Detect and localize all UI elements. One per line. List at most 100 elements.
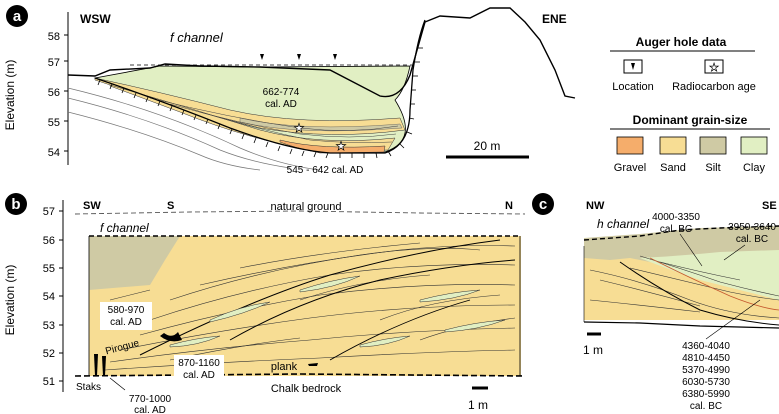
panel-b-badge [5,193,27,215]
panel-a-date-lower: 545 - 642 cal. AD [287,165,364,176]
pirogue-shape [160,332,182,342]
panel-a-channel-label: f channel [170,30,224,45]
panel-c-date-list-unit: cal. BC [690,401,722,412]
panel-c-truncation-line [619,261,779,326]
panel-c: c NW SE h channel 4000-3350 cal. BC 3950… [532,193,779,412]
panel-c-date2: 3950-3640 [728,222,776,233]
panel-c-se: SE [762,200,777,212]
panel-b-tick-52: 52 [43,348,55,360]
panel-c-nw: NW [586,200,605,212]
panel-a-substrate-line [67,97,291,169]
panel-b-plank-label: plank [271,361,298,373]
panel-b-tick-56: 56 [43,235,55,247]
panel-b-date3: 770-1000 [129,394,172,405]
stake-shape [94,354,98,376]
legend-label-sand: Sand [660,162,686,174]
panel-a-wsw: WSW [80,12,111,26]
legend-swatch-gravel [616,136,644,155]
legend-radiocarbon-box [704,59,724,74]
panel-a-silt-band [239,117,403,132]
legend-label-clay: Clay [743,162,766,174]
panel-c-channel-top [583,225,779,241]
panel-c-badge [532,193,554,215]
radiocarbon-star-icon: ★ [336,139,347,153]
panel-b-date2: 870-1160 [178,358,220,369]
panel-b-clay-lenses [169,275,506,348]
panel-b-silt-body [89,236,180,290]
panel-b-natural-ground-label: natural ground [271,201,342,213]
legend-swatch-sand [659,136,687,155]
panel-b-scale-label: 1 m [468,398,488,412]
panel-b-s: S [167,200,174,212]
panel-c-date1: 4000-3350 [652,212,700,223]
panel-c-date1-unit: cal. BC [660,224,692,235]
panel-c-date2-unit: cal. BC [736,234,768,245]
panel-a-tick-57: 57 [48,57,60,69]
panel-a-date-upper: 662-774 [263,87,300,98]
plank-shape [308,363,318,366]
panel-a-tick-55: 55 [48,117,60,129]
panel-b-tick-54: 54 [43,291,55,303]
panel-b-tick-51: 51 [43,376,55,388]
panel-b-truncation-line [139,239,501,356]
panel-b-date1-bg [100,302,152,330]
panel-b-bedrock-label: Chalk bedrock [271,383,342,395]
panel-c-leader [679,233,703,267]
panel-a-scale-label: 20 m [474,139,501,153]
panel-c-base-line [583,321,779,329]
panel-b-tick-57: 57 [43,206,55,218]
panel-c-scale-label: 1 m [583,343,603,357]
panel-b-date3-unit: cal. AD [134,405,166,414]
panel-c-gravel-line [649,257,779,311]
panel-b-date2-bg [174,355,224,381]
panel-b: b 57 56 55 54 53 52 51 Elevation (m) [3,193,526,414]
panel-b-tick-53: 53 [43,320,55,332]
panel-b-y-title: Elevation (m) [3,265,17,336]
panel-b-label: b [11,196,20,213]
legend: Auger hole data ★ Location Radiocarbon a… [610,35,770,174]
legend-auger-title: Auger hole data [636,35,727,49]
panel-b-date1-unit: cal. AD [110,317,142,328]
stake-shape [102,356,106,376]
panel-a-channel-base [94,19,426,154]
radiocarbon-star-icon: ★ [294,121,305,135]
panel-c-date-list-2: 4810-4450 [682,353,730,364]
panel-c-layering [589,255,779,319]
radiocarbon-star-icon: ★ [709,62,719,74]
auger-location-marker [260,54,264,60]
panel-b-tick-55: 55 [43,263,55,275]
panel-b-date1: 580-970 [108,305,145,316]
legend-label-silt: Silt [705,162,720,174]
auger-location-marker [333,54,337,60]
panel-a-layering [149,97,399,143]
panel-a-y-ticks [64,34,68,152]
panel-b-truncation-line [329,299,471,361]
panel-a-substrate-line [67,111,261,171]
panel-a-tick-54: 54 [48,147,60,159]
panel-b-staks-label: Staks [76,382,101,393]
panel-c-leader [723,244,746,261]
panel-c-channel-label: h channel [597,217,649,231]
panel-b-channel-label: f channel [100,221,149,235]
panel-b-date2-unit: cal. AD [183,370,215,381]
panel-c-label: c [539,196,547,213]
panel-b-natural-ground [74,210,526,215]
panel-a-tick-58: 58 [48,31,60,43]
panel-a-substrate-line [67,87,321,171]
legend-location-label: Location [612,81,654,93]
panel-b-staks-leader [109,377,126,391]
panel-b-truncation-line [229,259,516,341]
panel-a-date-upper-unit: cal. AD [265,99,297,110]
panel-c-date-list-3: 5370-4990 [682,365,730,376]
auger-location-marker [297,54,301,60]
legend-label-gravel: Gravel [614,162,646,174]
panel-a-ene: ENE [542,12,567,26]
panel-c-clay-body [640,250,779,300]
location-marker-icon [631,63,635,70]
panel-c-leader [705,299,761,340]
panel-c-date-list-4: 6030-5730 [682,377,730,388]
panel-a: a 58 57 56 55 54 Elevation (m) [3,5,576,176]
panel-b-sw: SW [83,200,101,212]
panel-a-badge [6,5,28,27]
panel-a-label: a [13,8,22,25]
